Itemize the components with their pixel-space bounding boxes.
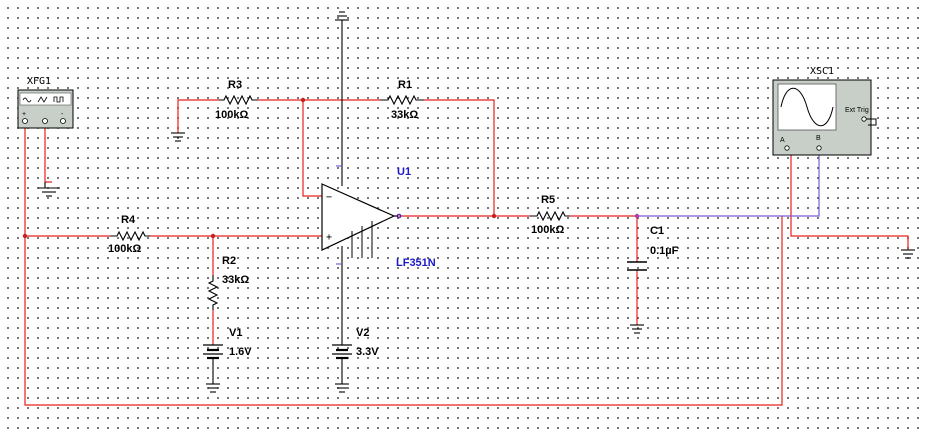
c1-ref-label: C1 — [650, 225, 664, 237]
junction — [300, 97, 306, 103]
r2-value-label: 33kΩ — [222, 274, 249, 286]
junction — [210, 233, 216, 239]
r1-ref-label: R1 — [398, 79, 412, 91]
r4-symbol[interactable] — [110, 230, 150, 242]
ground-symbols — [38, 11, 915, 393]
channel-b-label: B — [816, 135, 821, 142]
v2-value-label: 3.3V — [356, 346, 379, 358]
junction — [22, 233, 28, 239]
resistors — [110, 94, 570, 310]
wire-r3-ground — [177, 99, 219, 133]
terminal-plus[interactable] — [22, 118, 28, 124]
ext-trig-terminal[interactable] — [861, 116, 867, 122]
r1-value-label: 33kΩ — [391, 109, 418, 121]
oscilloscope-xsc1[interactable]: Ext Trig A B — [772, 79, 877, 156]
wires — [24, 99, 909, 406]
r5-ref-label: R5 — [541, 194, 555, 206]
ground-v1 — [206, 362, 220, 393]
square-wave-icon — [53, 96, 64, 103]
v1-symbol[interactable] — [203, 344, 223, 360]
r1-symbol[interactable] — [380, 94, 424, 106]
channel-a-label: A — [780, 137, 785, 144]
wire-probe-b — [637, 148, 820, 217]
terminal-common[interactable] — [42, 118, 48, 124]
u1-ref-label: U1 — [397, 166, 411, 178]
function-generator-xfg1[interactable]: + - — [17, 89, 74, 129]
r5-symbol[interactable] — [530, 210, 570, 222]
junctions — [22, 97, 640, 239]
inverting-input-sign: − — [326, 192, 332, 203]
junction — [634, 213, 640, 219]
ground-xfg1 — [38, 182, 60, 197]
r3-ref-label: R3 — [228, 79, 242, 91]
ground-r3 — [171, 132, 185, 142]
xfg1-label: XFG1 — [27, 76, 51, 87]
terminal-minus[interactable] — [60, 118, 66, 124]
c1-value-label: 0.1µF — [650, 245, 679, 257]
xfg1-terminal-plus-label: + — [22, 111, 26, 118]
v2-ref-label: V2 — [356, 327, 369, 339]
wire-scope-ground — [790, 148, 909, 250]
xsc1-label: XSC1 — [810, 66, 834, 77]
channel-a-terminal[interactable] — [784, 145, 790, 151]
channel-b-terminal[interactable] — [816, 145, 822, 151]
wire-inverting-input — [302, 100, 322, 197]
c1-symbol[interactable] — [627, 261, 647, 271]
r2-symbol[interactable] — [207, 275, 219, 310]
wire-r1-output — [424, 99, 495, 216]
junction — [491, 213, 497, 219]
v1-value-label: 1.6V — [229, 346, 252, 358]
xfg1-terminal-minus-label: - — [61, 111, 64, 118]
ground-scope — [901, 249, 915, 259]
opamp-u1[interactable]: − + — [321, 165, 402, 265]
r4-value-label: 100kΩ — [108, 243, 141, 255]
ext-trig-label: Ext Trig — [845, 107, 869, 114]
r4-ref-label: R4 — [121, 214, 136, 226]
v2-symbol[interactable] — [332, 344, 352, 360]
wire-feedback-loop — [24, 117, 783, 406]
v1-ref-label: V1 — [229, 327, 242, 339]
r2-ref-label: R2 — [222, 255, 236, 267]
triangle-wave-icon — [37, 96, 48, 103]
sine-trace-icon — [780, 87, 834, 127]
noninverting-input-sign: + — [326, 232, 332, 243]
sine-wave-icon — [22, 97, 32, 103]
r3-symbol[interactable] — [219, 94, 258, 106]
ground-v2 — [335, 362, 349, 393]
ground-top-vcc — [335, 11, 349, 21]
r5-value-label: 100kΩ — [531, 224, 564, 236]
u1-part-label: LF351N — [396, 257, 436, 269]
r3-value-label: 100kΩ — [215, 109, 248, 121]
ground-c1 — [630, 324, 644, 334]
